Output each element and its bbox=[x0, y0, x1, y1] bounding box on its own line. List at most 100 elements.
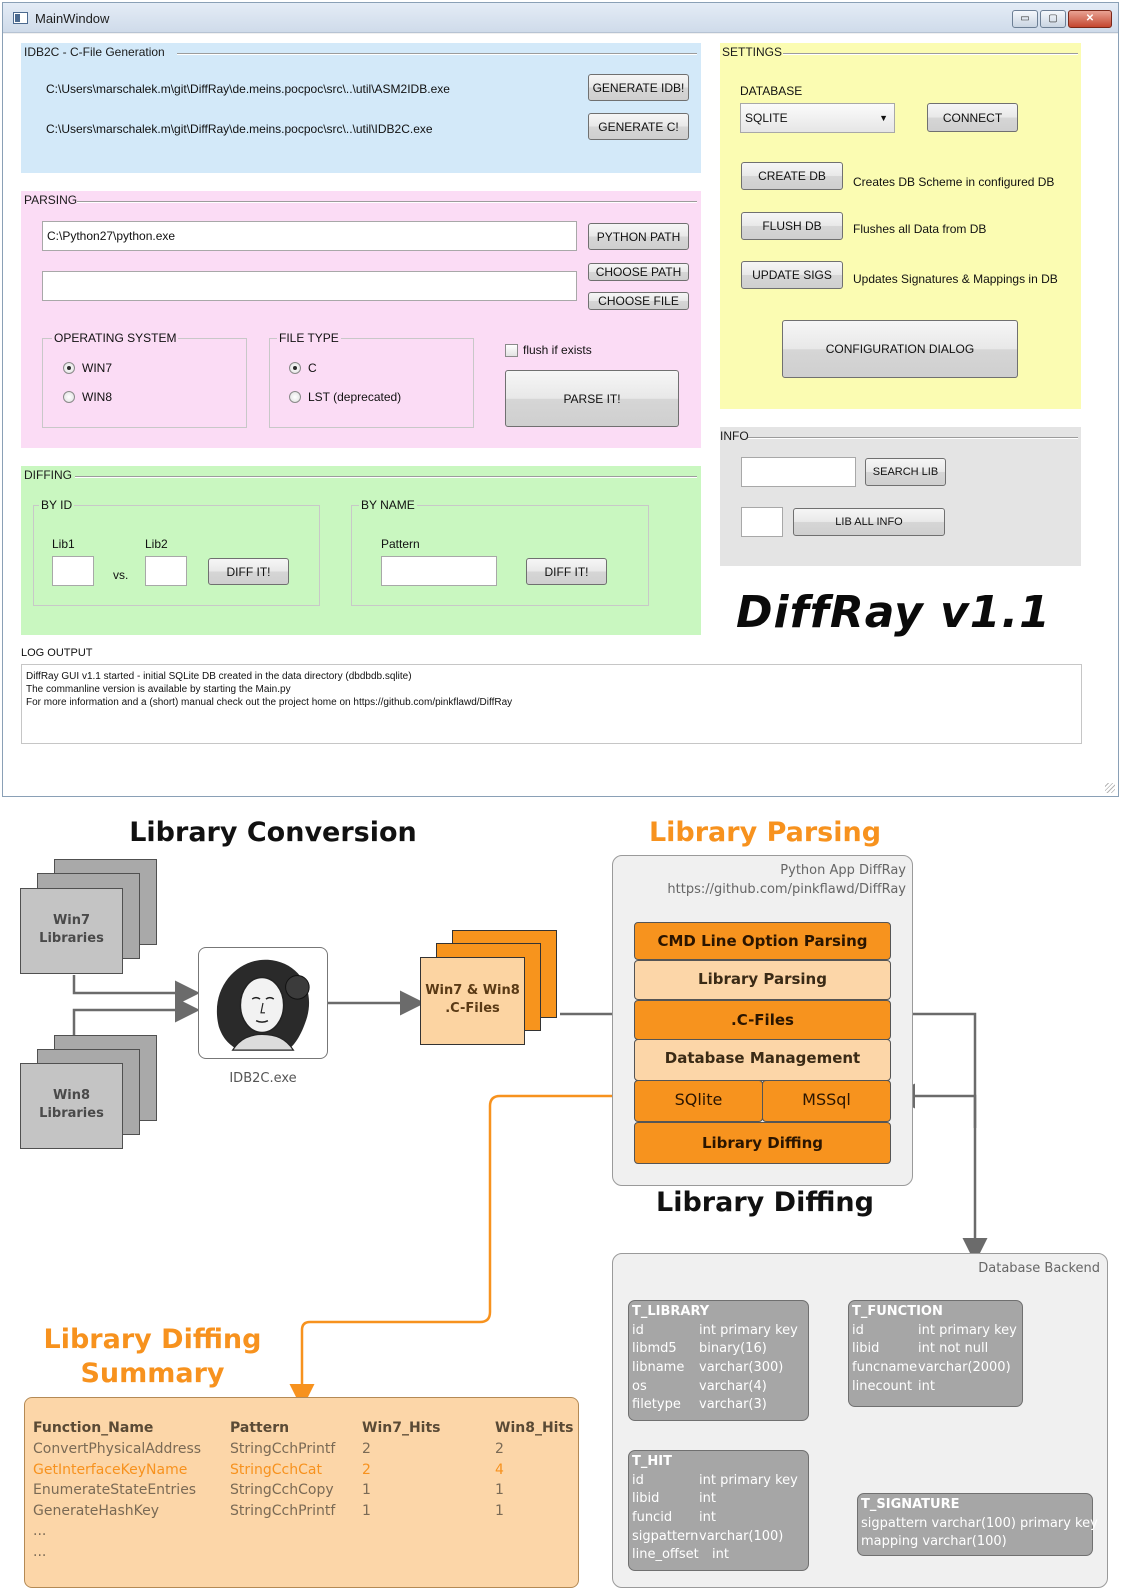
flush-if-exists-checkbox[interactable] bbox=[505, 344, 518, 357]
summary-header-cell: Win8_Hits bbox=[495, 1420, 574, 1436]
table-column-row: libid int bbox=[632, 1491, 716, 1506]
database-backend-label: Database Backend bbox=[978, 1261, 1100, 1276]
idb2c-portrait-image bbox=[198, 947, 328, 1059]
file-type-label: FILE TYPE bbox=[277, 331, 341, 345]
flush-db-button[interactable]: FLUSH DB bbox=[741, 212, 843, 240]
column-name: sigpattern bbox=[632, 1529, 699, 1544]
library-path-input[interactable] bbox=[42, 271, 577, 301]
generate-c-button[interactable]: GENERATE C! bbox=[588, 113, 689, 140]
database-select[interactable]: SQLITE ▼ bbox=[740, 103, 895, 133]
column-name: funcname bbox=[852, 1360, 918, 1375]
heading-diffing-summary-2: Summary bbox=[80, 1358, 225, 1389]
connect-button[interactable]: CONNECT bbox=[927, 103, 1018, 132]
update-sigs-button[interactable]: UPDATE SIGS bbox=[741, 261, 843, 289]
column-type: varchar(3) bbox=[699, 1397, 767, 1412]
title-bar[interactable]: MainWindow ▭ ▢ ✕ bbox=[3, 3, 1118, 33]
win7-radio[interactable] bbox=[63, 362, 75, 374]
by-name-label: BY NAME bbox=[359, 498, 417, 512]
layer-c-files: .C-Files bbox=[634, 1000, 891, 1040]
summary-cell: GenerateHashKey bbox=[33, 1502, 160, 1519]
portrait-icon bbox=[216, 959, 310, 1051]
win7-libraries-label: Win7 Libraries bbox=[21, 912, 122, 948]
close-button[interactable]: ✕ bbox=[1068, 10, 1112, 28]
python-app-url: https://github.com/pinkflawd/DiffRay bbox=[667, 882, 906, 897]
win8-libraries-label: Win8 Libraries bbox=[21, 1087, 122, 1123]
column-type: int bbox=[699, 1510, 716, 1525]
column-name: os bbox=[632, 1379, 647, 1394]
column-name: linecount bbox=[852, 1379, 913, 1394]
pattern-input[interactable] bbox=[381, 556, 497, 586]
lib-id-input[interactable] bbox=[741, 507, 783, 537]
configuration-dialog-button[interactable]: CONFIGURATION DIALOG bbox=[782, 320, 1018, 378]
portrait-shoulders bbox=[231, 1033, 295, 1051]
column-type: int bbox=[699, 1491, 716, 1506]
lib2-input[interactable] bbox=[145, 556, 187, 586]
idb2c-panel: IDB2C - C-File Generation C:\Users\marsc… bbox=[21, 43, 701, 173]
lib-all-info-button[interactable]: LIB ALL INFO bbox=[793, 508, 945, 536]
group-divider bbox=[75, 476, 697, 477]
column-name: id bbox=[632, 1473, 644, 1488]
log-line: DiffRay GUI v1.1 started - initial SQLit… bbox=[26, 671, 412, 682]
parse-it-button[interactable]: PARSE IT! bbox=[505, 370, 679, 427]
idb2c-group-title: IDB2C - C-File Generation bbox=[24, 45, 165, 59]
database-select-value: SQLITE bbox=[745, 111, 788, 125]
lib2-label: Lib2 bbox=[145, 537, 168, 551]
column-name: libid bbox=[632, 1491, 660, 1506]
search-lib-input[interactable] bbox=[741, 457, 856, 487]
diffing-group-title: DIFFING bbox=[24, 468, 72, 482]
generate-idb-button[interactable]: GENERATE IDB! bbox=[588, 74, 689, 101]
layer-database-management: Database Management bbox=[634, 1039, 891, 1081]
file-type-c-radio[interactable] bbox=[289, 362, 301, 374]
minimize-button[interactable]: ▭ bbox=[1012, 10, 1038, 28]
file-type-group bbox=[269, 338, 474, 428]
file-type-lst-radio[interactable] bbox=[289, 391, 301, 403]
python-path-button[interactable]: PYTHON PATH bbox=[588, 223, 689, 250]
column-name: filetype bbox=[632, 1397, 681, 1412]
lib1-input[interactable] bbox=[52, 556, 94, 586]
flush-if-exists-label[interactable]: flush if exists bbox=[523, 343, 592, 357]
column-type: int primary key bbox=[699, 1323, 798, 1338]
column-type: int primary key bbox=[699, 1473, 798, 1488]
python-path-input[interactable]: C:\Python27\python.exe bbox=[42, 221, 577, 251]
diff-by-id-button[interactable]: DIFF IT! bbox=[208, 558, 289, 585]
summary-cell: 1 bbox=[495, 1482, 504, 1498]
group-divider bbox=[783, 53, 1078, 54]
choose-file-button[interactable]: CHOOSE FILE bbox=[588, 292, 689, 310]
search-lib-button[interactable]: SEARCH LIB bbox=[865, 458, 946, 486]
log-line: The commanline version is available by s… bbox=[26, 684, 291, 695]
summary-cell: StringCchPrintf bbox=[230, 1441, 336, 1457]
heading-library-parsing: Library Parsing bbox=[648, 817, 882, 848]
file-type-c-label[interactable]: C bbox=[308, 361, 317, 375]
arrow-db-to-diffing bbox=[890, 1083, 977, 1128]
file-type-lst-label[interactable]: LST (deprecated) bbox=[308, 390, 402, 404]
window-app-icon bbox=[13, 12, 28, 24]
summary-header-cell: Win7_Hits bbox=[362, 1420, 441, 1436]
maximize-button[interactable]: ▢ bbox=[1040, 10, 1066, 28]
win7-library-card: Win7 Libraries bbox=[20, 888, 123, 974]
arrow-parsing-to-db bbox=[893, 1012, 988, 1263]
heading-diffing-summary-1: Library Diffing bbox=[43, 1324, 262, 1355]
log-output-textarea[interactable]: DiffRay GUI v1.1 started - initial SQLit… bbox=[21, 664, 1082, 744]
win7-radio-label[interactable]: WIN7 bbox=[82, 361, 112, 375]
summary-cell: ... bbox=[33, 1543, 47, 1560]
column-type: int not null bbox=[918, 1341, 989, 1356]
lib1-label: Lib1 bbox=[52, 537, 75, 551]
win8-radio-label[interactable]: WIN8 bbox=[82, 390, 112, 404]
column-type: varchar(100) bbox=[699, 1529, 784, 1544]
settings-group-title: SETTINGS bbox=[722, 45, 783, 59]
win8-libraries-line: Libraries bbox=[39, 1106, 104, 1121]
diffray-brand-text: DiffRay v1.1 bbox=[736, 587, 1051, 638]
diff-by-name-button[interactable]: DIFF IT! bbox=[526, 558, 607, 585]
diffing-panel: DIFFING BY ID Lib1 Lib2 vs. DIFF IT! BY … bbox=[21, 466, 701, 635]
resize-grip[interactable] bbox=[1105, 783, 1115, 793]
choose-path-button[interactable]: CHOOSE PATH bbox=[588, 263, 689, 281]
cfiles-line: Win7 & Win8 bbox=[425, 983, 520, 998]
win8-radio[interactable] bbox=[63, 391, 75, 403]
portrait-mouth bbox=[255, 1020, 269, 1023]
create-db-button[interactable]: CREATE DB bbox=[741, 162, 843, 190]
summary-cell: GetInterfaceKeyName bbox=[33, 1461, 188, 1478]
